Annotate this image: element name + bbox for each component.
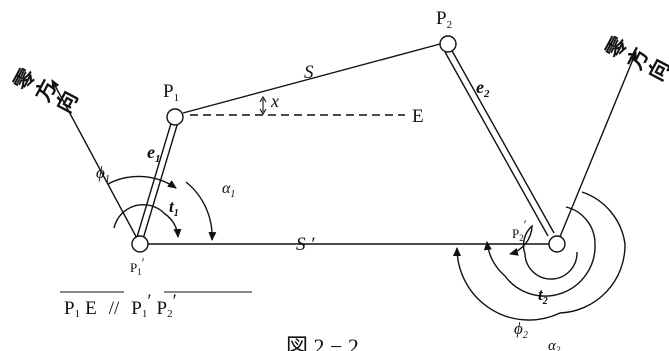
north-label-left: 零 方 向: [9, 64, 83, 117]
label-s-prime: S ′: [296, 234, 315, 255]
point-p1-circle: [166, 108, 184, 126]
label-e1: e1: [147, 142, 161, 165]
angle-t1-arc: [113, 204, 182, 238]
label-x: x: [270, 91, 279, 111]
point-p1-prime-circle: [131, 235, 149, 253]
label-t1: t1: [169, 197, 179, 219]
x-arrow-head-up: [259, 95, 267, 103]
point-p2-prime-circle: [548, 235, 566, 253]
label-phi1: ϕ1: [96, 163, 110, 185]
north-direction-left-line: [51, 79, 141, 245]
label-alpha1: α1: [222, 180, 235, 200]
angle-t2-arc: [509, 224, 578, 280]
label-e2: e2: [476, 77, 490, 100]
x-arrow-head-down: [259, 108, 267, 116]
angle-alpha1-arc: [185, 181, 217, 241]
label-phi2: ϕ2: [514, 319, 528, 341]
figure-caption: 図 2 − 2: [286, 334, 359, 351]
label-alpha2: α2: [548, 338, 561, 351]
north-direction-right-line: [556, 51, 637, 245]
label-p2: P2: [436, 8, 452, 31]
segment-e2-line-b: [450, 48, 555, 234]
point-p2-circle: [439, 35, 457, 53]
segment-s-line: [182, 43, 441, 114]
segment-e2-line-a: [444, 51, 549, 237]
label-s: S: [304, 62, 314, 83]
angle-alpha2-arc: [453, 191, 626, 321]
label-p1-prime: P1′: [130, 255, 145, 277]
angle-phi1-arc: [107, 175, 177, 189]
label-t2: t2: [538, 285, 548, 307]
angle-phi2-arc: [483, 206, 596, 297]
label-e: E: [412, 106, 424, 127]
label-p2-prime: P2′: [512, 217, 527, 243]
north-label-right: 零 方 向: [601, 32, 669, 85]
label-p1: P1: [163, 81, 179, 104]
